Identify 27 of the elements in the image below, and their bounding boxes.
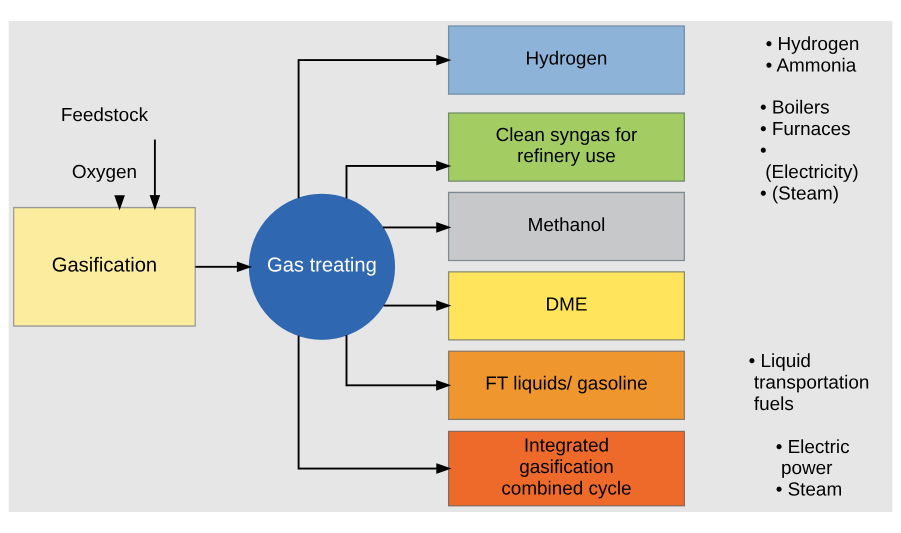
node-box: Integrated gasification combined cycle: [448, 430, 685, 506]
node-label: • Steam: [776, 480, 842, 501]
node-box: Clean syngas for refinery use: [448, 112, 685, 182]
arrow: [384, 300, 452, 311]
node-box: DME: [448, 271, 685, 341]
node-circle: Gas treating: [248, 194, 396, 340]
node-text: Oxygen: [72, 162, 138, 183]
node-label: • Liquid transportation fuels: [748, 351, 870, 415]
node-box: Methanol: [448, 192, 685, 262]
node-label: • (Electricity): [760, 140, 859, 183]
node-box: Hydrogen: [448, 25, 685, 95]
node-label: • Electric power: [776, 436, 850, 480]
node-label: • Ammonia: [766, 55, 856, 76]
node-box: FT liquids/ gasoline: [448, 350, 685, 420]
arrow: [150, 140, 160, 210]
arrow: [298, 336, 452, 474]
arrow: [298, 54, 452, 198]
arrow: [346, 160, 452, 198]
node-box: Gasification: [13, 206, 196, 327]
arrow: [195, 262, 252, 272]
node-label: • Hydrogen: [766, 34, 860, 55]
node-label: • Boilers: [760, 98, 830, 119]
node-text: Feedstock: [60, 105, 148, 126]
node-label: • Furnaces: [760, 119, 851, 140]
arrow: [346, 335, 452, 391]
node-label: • (Steam): [760, 183, 840, 204]
arrow: [383, 222, 452, 233]
